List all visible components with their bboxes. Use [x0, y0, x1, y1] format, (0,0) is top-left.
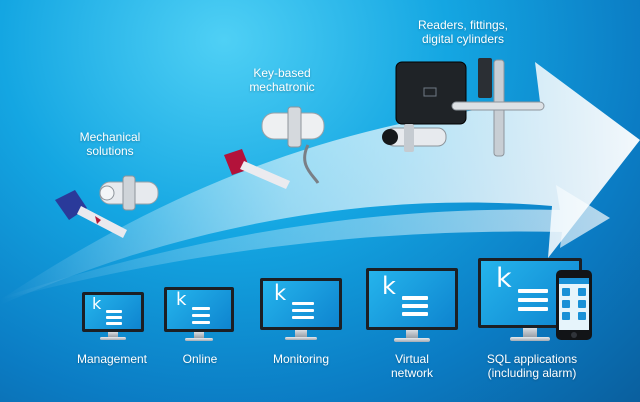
stage-label-mechatronic: Key-based mechatronic	[249, 66, 315, 94]
monitor-management: k	[82, 292, 144, 340]
mechatronic-key-icon	[224, 106, 325, 189]
monitor-online: k	[164, 287, 234, 341]
label-monitoring: Monitoring	[272, 352, 330, 366]
arrow-secondary-shape	[0, 185, 610, 300]
stage-label-mechanical: Mechanical solutions	[79, 130, 141, 158]
label-online: Online	[182, 352, 218, 366]
monitor-virtual-network: k	[366, 268, 458, 342]
smartphone-icon	[556, 270, 592, 340]
mechanical-key-icon	[55, 175, 159, 238]
arrow-icon	[0, 62, 640, 305]
k-logo: k	[92, 294, 102, 313]
k-logo: k	[274, 281, 287, 305]
reader-icon	[382, 58, 545, 157]
monitor-sql: k	[478, 258, 582, 342]
k-logo: k	[496, 263, 512, 294]
k-logo: k	[176, 289, 187, 310]
label-sql-applications: SQL applications (including alarm)	[486, 352, 578, 380]
label-management: Management	[76, 352, 148, 366]
monitor-monitoring: k	[260, 278, 342, 340]
stage-label-readers: Readers, fittings, digital cylinders	[417, 18, 509, 46]
label-virtual-network: Virtual network	[390, 352, 434, 380]
k-logo: k	[382, 272, 396, 300]
